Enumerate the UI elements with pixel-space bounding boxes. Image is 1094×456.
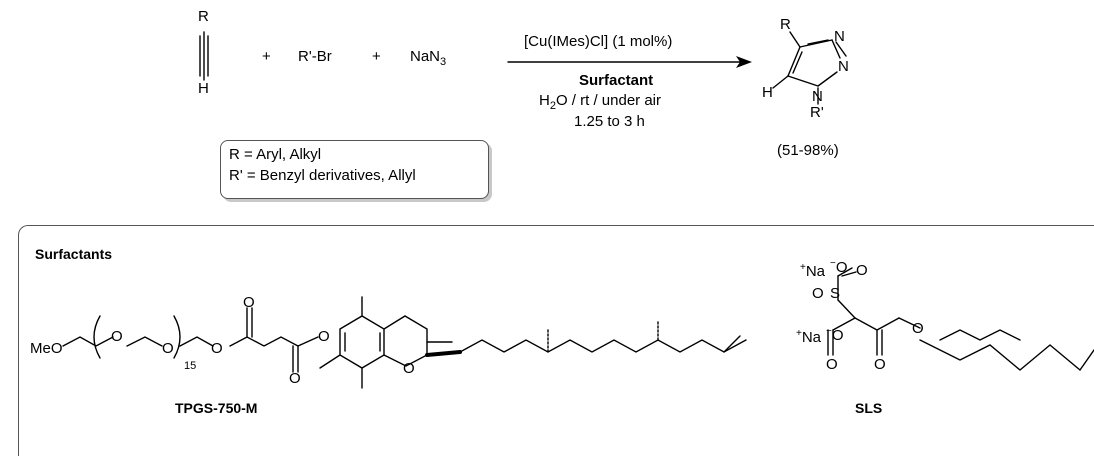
surfactants-panel <box>18 225 1094 456</box>
scheme-drawing <box>62 31 1094 389</box>
conditions-h: H <box>539 92 550 109</box>
azide-subscript: 3 <box>440 56 447 68</box>
tpgs-skeleton <box>62 296 747 389</box>
reaction-arrow <box>507 56 752 68</box>
sls-na2: +Na <box>796 328 821 346</box>
product-r-prime-label: R' <box>810 104 824 121</box>
tpgs-name: TPGS-750-M <box>175 400 258 416</box>
sls-sulfonate-charge: − <box>830 258 836 269</box>
product-n-bottom: N <box>812 88 823 105</box>
product-n-right: N <box>838 58 849 75</box>
sls-na1-symbol: Na <box>805 263 826 280</box>
sls-na2-charge: + <box>796 328 802 339</box>
sls-s-o2: O <box>812 285 824 302</box>
conditions-subscript: 2 <box>549 100 556 112</box>
scope-line-r: R = Aryl, Alkyl <box>229 146 322 163</box>
triazole-ring <box>772 31 847 105</box>
tpgs-repeat-count: 15 <box>184 360 197 372</box>
product-h-label: H <box>762 84 773 101</box>
sls-name: SLS <box>855 400 883 416</box>
bromide-reagent: R'-Br <box>298 48 332 65</box>
sls-carboxylate-o-symbol: O <box>831 327 844 344</box>
sls-na1: +Na <box>800 262 825 280</box>
sls-sulfonate-o-symbol: O <box>835 259 848 276</box>
alkyne-r-label: R <box>198 8 209 25</box>
substituent-scope-box: R = Aryl, Alkyl R' = Benzyl derivatives,… <box>220 140 489 199</box>
plus-sign-2: + <box>372 48 381 65</box>
tpgs-o2-label: O <box>162 340 174 357</box>
tpgs-ester-o: O <box>318 328 330 345</box>
tpgs-meo-label: MeO <box>30 340 63 357</box>
surfactants-heading: Surfactants <box>35 246 113 262</box>
product-r-label: R <box>780 16 791 33</box>
sls-ester-carbonyl-o: O <box>874 356 886 373</box>
catalyst-label: [Cu(IMes)Cl] (1 mol%) <box>524 33 673 50</box>
tpgs-carbonyl-o2: O <box>289 370 301 387</box>
alkyne-triple-bond <box>199 31 209 81</box>
sls-carboxyl-o: O <box>826 356 838 373</box>
scope-line-r-prime: R' = Benzyl derivatives, Allyl <box>229 167 416 184</box>
conditions-rest: O / rt / under air <box>555 92 662 109</box>
tpgs-o3-label: O <box>211 340 223 357</box>
sls-sulfonate-o: −O <box>830 258 848 276</box>
alkyne-h-label: H <box>198 80 209 97</box>
sls-s-label: S <box>830 285 841 302</box>
sls-na1-charge: + <box>800 262 806 273</box>
sls-skeleton <box>827 267 1094 372</box>
product-n-top: N <box>834 28 845 45</box>
sls-carboxylate-charge: − <box>826 326 832 337</box>
surfactant-label: Surfactant <box>579 72 654 89</box>
tpgs-carbonyl-o1: O <box>243 294 255 311</box>
tpgs-ring-o: O <box>403 360 415 377</box>
sls-na2-symbol: Na <box>801 329 822 346</box>
azide-base: NaN <box>410 48 441 65</box>
tpgs-o1-label: O <box>111 328 123 345</box>
sls-ester-o: O <box>912 320 924 337</box>
plus-sign-1: + <box>262 48 271 65</box>
time-label: 1.25 to 3 h <box>574 113 645 130</box>
sls-s-o1: O <box>856 262 868 279</box>
yield-label: (51-98%) <box>777 142 839 159</box>
conditions-label: H2O / rt / under air <box>539 92 661 112</box>
azide-reagent: NaN3 <box>410 48 446 68</box>
sls-carboxylate-o: −O <box>826 326 844 344</box>
